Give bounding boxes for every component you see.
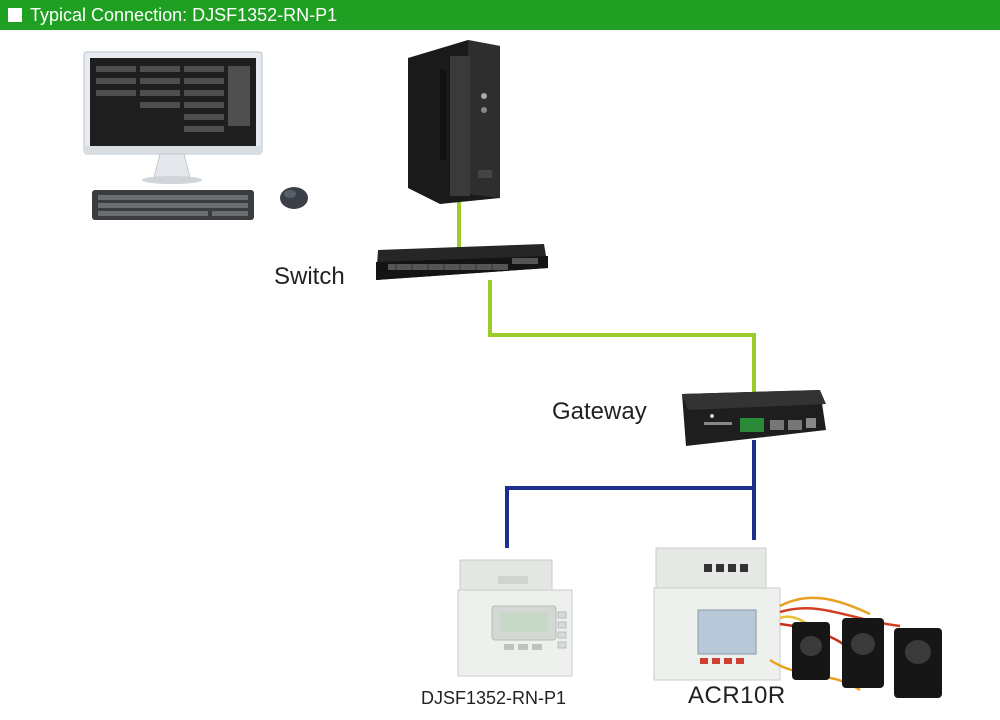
title-bar: Typical Connection: DJSF1352-RN-P1 (0, 0, 1000, 30)
gateway-label: Gateway (552, 398, 647, 425)
din-rail-meter-icon (457, 559, 573, 677)
page-title: Typical Connection: DJSF1352-RN-P1 (30, 4, 338, 25)
server-tower-icon (408, 40, 500, 204)
network-switch-icon (376, 244, 548, 280)
switch-gateway-link (488, 280, 756, 392)
computer-icon (83, 51, 308, 220)
acr-label: ACR10R (688, 682, 786, 709)
current-transformer-icon (792, 618, 942, 698)
switch-label: Switch (274, 263, 345, 290)
meter-label: DJSF1352-RN-P1 (421, 688, 567, 708)
rs485-bus (505, 440, 756, 548)
bus-meter-link (505, 486, 754, 548)
acr10r-meter-icon (653, 547, 781, 681)
square-bullet-icon (8, 8, 22, 22)
ethernet-links (457, 200, 756, 392)
gateway-icon (682, 390, 826, 446)
